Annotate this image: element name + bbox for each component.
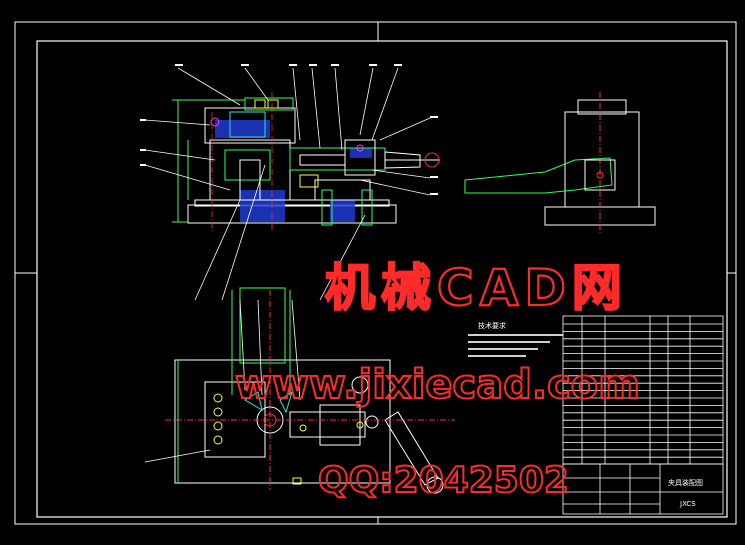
side-view [464, 92, 656, 235]
title-block-drawing-name: 夹具装配图 [668, 478, 703, 487]
inner-border [36, 40, 728, 518]
watermark-url: www.jixiecad.com [235, 362, 640, 408]
front-view [140, 64, 440, 301]
section-hatch [215, 120, 372, 222]
tech-req-title: 技术要求 [478, 321, 506, 330]
top-view [144, 287, 455, 494]
technical-requirements: 技术要求 [468, 321, 563, 357]
parts-list [562, 315, 724, 465]
title-block-drawing-code: JXCS [679, 500, 696, 508]
watermark-site-name: 机械CAD网 [325, 259, 628, 317]
watermark-qq: QQ:2042502 [318, 460, 569, 501]
center-marks [15, 22, 736, 524]
title-block [562, 463, 724, 515]
